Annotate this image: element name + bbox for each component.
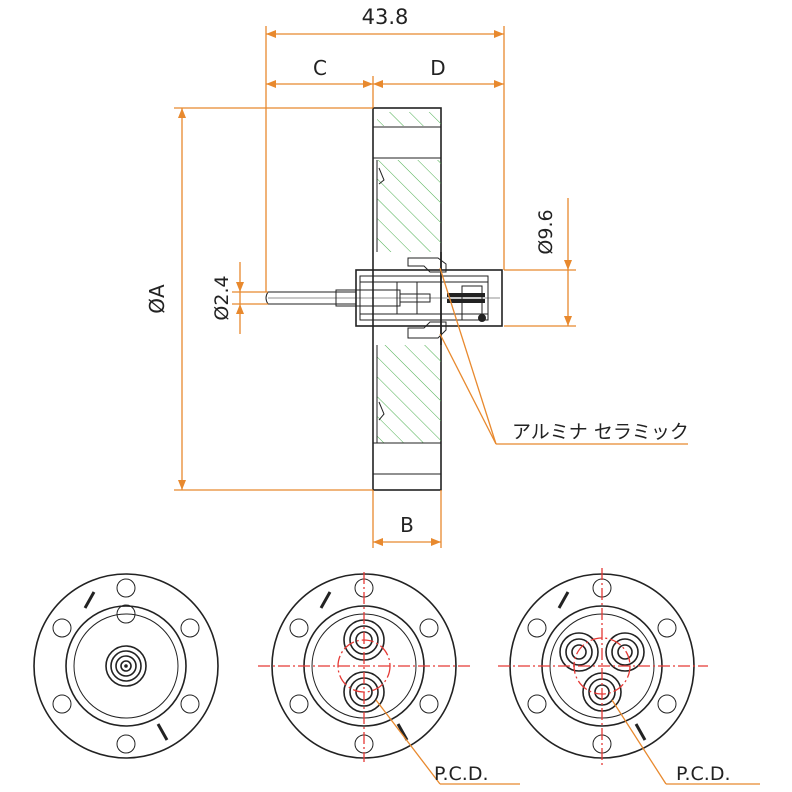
dim-body-dia: Ø9.6	[504, 198, 576, 327]
dim-pin-dia: Ø2.4	[211, 262, 268, 334]
dim-c-d: C D	[266, 56, 504, 108]
material-callout-label: アルミナ セラミック	[512, 421, 689, 443]
front-view-double: P.C.D.	[258, 572, 520, 785]
front-view-single	[33, 573, 219, 759]
dim-flange-dia: ØA	[145, 107, 373, 491]
dim-flange-thickness: B	[372, 490, 442, 548]
dim-pin-dia-label: Ø2.4	[211, 275, 233, 320]
dim-body-dia-label: Ø9.6	[535, 209, 557, 254]
dim-overall-length-label: 43.8	[362, 5, 409, 29]
dim-flange-thickness-label: B	[400, 513, 414, 537]
center-pin	[265, 289, 500, 307]
dim-c-label: C	[313, 56, 327, 80]
dim-flange-dia-label: ØA	[145, 284, 169, 314]
dim-overall-length: 43.8	[265, 5, 505, 292]
pcd-label-2: P.C.D.	[676, 763, 731, 785]
dim-d-label: D	[430, 56, 445, 80]
pcd-label-1: P.C.D.	[434, 763, 489, 785]
flange-section	[372, 107, 442, 491]
material-callout: アルミナ セラミック	[439, 267, 689, 445]
side-view: 43.8 C D ØA Ø2.4	[145, 5, 689, 548]
front-view-triple: P.C.D.	[498, 568, 760, 785]
